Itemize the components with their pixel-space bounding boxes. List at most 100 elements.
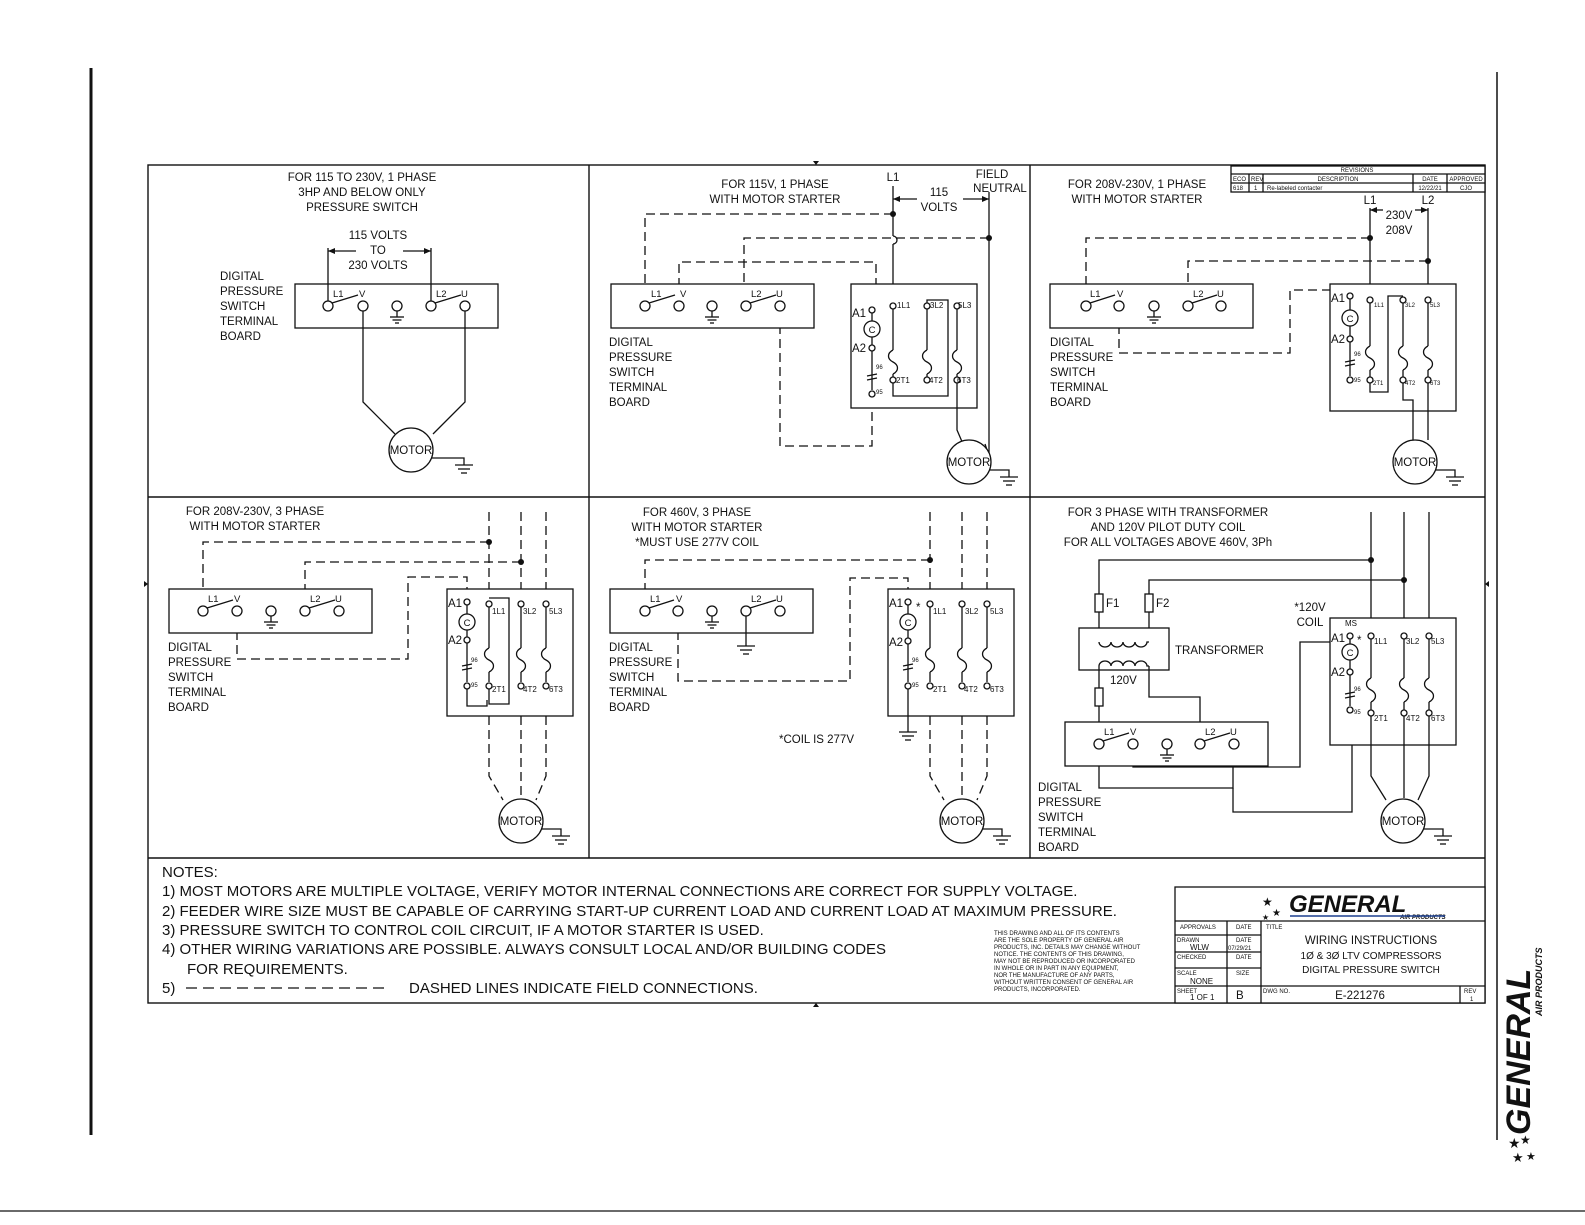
svg-text:3L2: 3L2 [1406, 637, 1420, 646]
svg-text:APPROVALS: APPROVALS [1180, 925, 1216, 931]
svg-text:96: 96 [1354, 687, 1361, 693]
svg-text:1L1: 1L1 [933, 607, 947, 616]
svg-text:GENERAL: GENERAL [1289, 891, 1406, 918]
star-icon: ★ [1272, 908, 1281, 919]
svg-text:L1: L1 [650, 594, 661, 605]
svg-text:TITLE: TITLE [1266, 925, 1282, 931]
svg-text:6T3: 6T3 [990, 685, 1004, 694]
svg-text:95: 95 [471, 683, 478, 689]
transformer: TRANSFORMER [1078, 627, 1264, 671]
note-4: 4) OTHER WIRING VARIATIONS ARE POSSIBLE.… [162, 941, 886, 958]
svg-text:4T2: 4T2 [1405, 381, 1416, 387]
svg-text:L1: L1 [1104, 727, 1115, 738]
svg-text:L2: L2 [1205, 727, 1216, 738]
svg-text:REVISIONS: REVISIONS [1341, 168, 1374, 174]
svg-text:MOTOR: MOTOR [948, 457, 991, 469]
note-5: DASHED LINES INDICATE FIELD CONNECTIONS. [409, 980, 758, 997]
terminal-board: L1 V L2 U [1064, 721, 1269, 767]
svg-text:DWG NO.: DWG NO. [1263, 989, 1290, 995]
svg-text:CJO: CJO [1460, 186, 1472, 192]
svg-text:MOTOR: MOTOR [941, 816, 984, 828]
svg-text:V: V [680, 289, 687, 300]
svg-text:A1: A1 [1331, 293, 1345, 305]
terminal-board: L1 V L2 U [610, 283, 815, 329]
svg-text:MS: MS [1345, 619, 1357, 628]
svg-text:CHECKED: CHECKED [1177, 955, 1207, 961]
note-5-number: 5) [162, 980, 175, 997]
svg-text:L2: L2 [436, 289, 447, 300]
svg-text:95: 95 [1354, 378, 1361, 384]
svg-text:A2: A2 [889, 637, 903, 649]
proprietary-notice: THIS DRAWING AND ALL OF ITS CONTENTS ARE… [994, 931, 1142, 993]
svg-text:95: 95 [876, 390, 883, 396]
svg-text:5L3: 5L3 [990, 607, 1004, 616]
note-4-cont: FOR REQUIREMENTS. [162, 961, 348, 978]
svg-text:A1: A1 [448, 598, 462, 610]
svg-text:4T2: 4T2 [523, 685, 537, 694]
svg-text:6T3: 6T3 [1431, 714, 1445, 723]
star-icon: ★ [1262, 913, 1269, 922]
svg-text:4T2: 4T2 [929, 376, 943, 385]
svg-text:2T1: 2T1 [933, 685, 947, 694]
svg-text:MOTOR: MOTOR [500, 816, 543, 828]
title-block: GENERAL AIR PRODUCTS ★ ★ ★ APPROVALS DAT… [1174, 886, 1486, 1004]
svg-text:U: U [1217, 289, 1224, 300]
revisions-table: REVISIONS ECO REV DESCRIPTION DATE APPRO… [1230, 165, 1486, 193]
svg-text:3L2: 3L2 [930, 301, 944, 310]
svg-text:MOTOR: MOTOR [1394, 457, 1437, 469]
svg-text:5L3: 5L3 [958, 301, 972, 310]
svg-text:V: V [1117, 289, 1124, 300]
svg-text:1: 1 [1254, 186, 1258, 192]
motor: MOTOR [946, 439, 1018, 486]
svg-text:MOTOR: MOTOR [1382, 816, 1425, 828]
terminal-board: L1 V L2 U [1049, 283, 1254, 329]
svg-text:C: C [1347, 314, 1354, 325]
svg-text:6T3: 6T3 [957, 376, 971, 385]
svg-text:L1: L1 [1090, 289, 1101, 300]
star-icon: ★ [1526, 1151, 1536, 1163]
note-1: 1) MOST MOTORS ARE MULTIPLE VOLTAGE, VER… [162, 883, 1077, 900]
side-brand-logo: GENERAL AIR PRODUCTS ★ ★ ★ ★ [1500, 947, 1544, 1165]
svg-text:1L1: 1L1 [1374, 303, 1385, 309]
svg-text:96: 96 [912, 658, 919, 664]
svg-text:U: U [461, 289, 468, 300]
svg-text:3L2: 3L2 [1405, 303, 1416, 309]
svg-text:1L1: 1L1 [1374, 637, 1388, 646]
svg-text:AIR PRODUCTS: AIR PRODUCTS [1534, 947, 1544, 1017]
svg-text:5L3: 5L3 [1431, 637, 1445, 646]
svg-text:4T2: 4T2 [1406, 714, 1420, 723]
drawing-frame [144, 161, 1489, 1007]
svg-text:F2: F2 [1156, 598, 1169, 610]
motor: MOTOR [1392, 439, 1464, 486]
svg-text:L1: L1 [208, 594, 219, 605]
svg-text:APPROVED: APPROVED [1449, 177, 1483, 183]
svg-text:2T1: 2T1 [896, 376, 910, 385]
svg-text:WLW: WLW [1190, 943, 1209, 952]
star-icon: ★ [1512, 1150, 1524, 1165]
note-3: 3) PRESSURE SWITCH TO CONTROL COIL CIRCU… [162, 922, 764, 939]
svg-text:2T1: 2T1 [1374, 714, 1388, 723]
svg-text:L2: L2 [751, 289, 762, 300]
svg-text:96: 96 [1354, 352, 1361, 358]
svg-text:A1: A1 [852, 308, 866, 320]
svg-text:L2: L2 [1422, 195, 1435, 207]
svg-text:6T3: 6T3 [1430, 381, 1441, 387]
svg-text:GENERAL: GENERAL [1500, 969, 1538, 1135]
svg-text:96: 96 [471, 658, 478, 664]
svg-text:AIR PRODUCTS: AIR PRODUCTS [1399, 915, 1446, 921]
svg-text:DRAWN: DRAWN [1177, 938, 1199, 944]
svg-text:U: U [335, 594, 342, 605]
